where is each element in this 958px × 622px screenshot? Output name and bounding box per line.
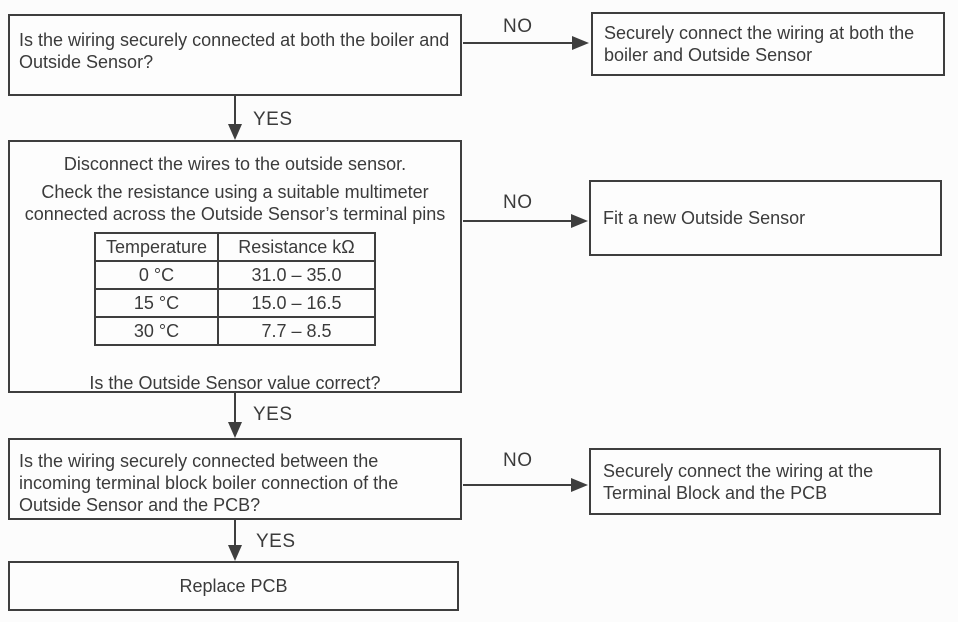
- instruction-check-resistance: connected across the Outside Sensor’s te…: [24, 204, 446, 224]
- no-label-2: NO: [503, 192, 533, 213]
- table-cell-temperature: 30 °C: [94, 316, 219, 346]
- question-box-wiring-boiler-sensor: Is the wiring securely connected at both…: [8, 14, 462, 96]
- question-box-resistance-check: Disconnect the wires to the outside sens…: [8, 140, 462, 393]
- arrow-down-icon: [228, 124, 242, 140]
- action-line: boiler and Outside Sensor: [604, 45, 813, 65]
- table-cell-temperature: 0 °C: [94, 260, 219, 290]
- table-cell-resistance: 7.7 – 8.5: [217, 316, 376, 346]
- table-row: 15 °C 15.0 – 16.5: [94, 288, 376, 318]
- table-row: 0 °C 31.0 – 35.0: [94, 260, 376, 290]
- arrow-down-icon: [228, 422, 242, 438]
- table-row: 30 °C 7.7 – 8.5: [94, 316, 376, 346]
- action-line: Fit a new Outside Sensor: [603, 208, 806, 228]
- connector-no-2-line: [463, 220, 572, 222]
- action-box-connect-wiring-terminal-pcb: Securely connect the wiring at the Termi…: [589, 448, 941, 515]
- table-header-resistance: Resistance kΩ: [217, 232, 376, 262]
- action-box-fit-new-sensor: Fit a new Outside Sensor: [589, 180, 942, 256]
- table-cell-temperature: 15 °C: [94, 288, 219, 318]
- question-sensor-value-correct: Is the Outside Sensor value correct?: [89, 373, 381, 393]
- yes-label-2: YES: [253, 404, 293, 425]
- question-line: Is the wiring securely connected at both…: [19, 30, 450, 50]
- question-line: Outside Sensor and the PCB?: [19, 495, 261, 515]
- action-line: Securely connect the wiring at both the: [604, 23, 915, 43]
- resistance-table: Temperature Resistance kΩ 0 °C 31.0 – 35…: [94, 232, 376, 346]
- no-label-1: NO: [503, 16, 533, 37]
- yes-label-3: YES: [256, 531, 296, 552]
- action-line: Securely connect the wiring at the: [603, 460, 874, 481]
- arrow-down-icon: [228, 545, 242, 561]
- yes-label-1: YES: [253, 109, 293, 130]
- table-header-row: Temperature Resistance kΩ: [94, 232, 376, 262]
- connector-yes-2-line: [234, 393, 236, 423]
- instruction-disconnect-wires: Disconnect the wires to the outside sens…: [63, 154, 407, 174]
- connector-no-3-line: [463, 484, 572, 486]
- arrow-right-icon: [571, 214, 588, 228]
- connector-no-1-line: [463, 42, 573, 44]
- arrow-right-icon: [571, 478, 588, 492]
- instruction-check-resistance: Check the resistance using a suitable mu…: [41, 182, 429, 202]
- connector-yes-1-line: [234, 96, 236, 126]
- question-line: Outside Sensor?: [19, 52, 154, 72]
- connector-yes-3-line: [234, 520, 236, 546]
- question-line: incoming terminal block boiler connectio…: [19, 473, 399, 493]
- question-box-wiring-terminal-pcb: Is the wiring securely connected between…: [8, 438, 462, 520]
- action-line: Terminal Block and the PCB: [603, 482, 828, 503]
- action-line: Replace PCB: [179, 576, 288, 596]
- table-cell-resistance: 15.0 – 16.5: [217, 288, 376, 318]
- action-box-replace-pcb: Replace PCB: [8, 561, 459, 611]
- action-box-connect-wiring-boiler-sensor: Securely connect the wiring at both the …: [591, 12, 945, 76]
- question-line: Is the wiring securely connected between…: [19, 451, 379, 471]
- table-header-temperature: Temperature: [94, 232, 219, 262]
- table-cell-resistance: 31.0 – 35.0: [217, 260, 376, 290]
- no-label-3: NO: [503, 450, 533, 471]
- arrow-right-icon: [572, 36, 589, 50]
